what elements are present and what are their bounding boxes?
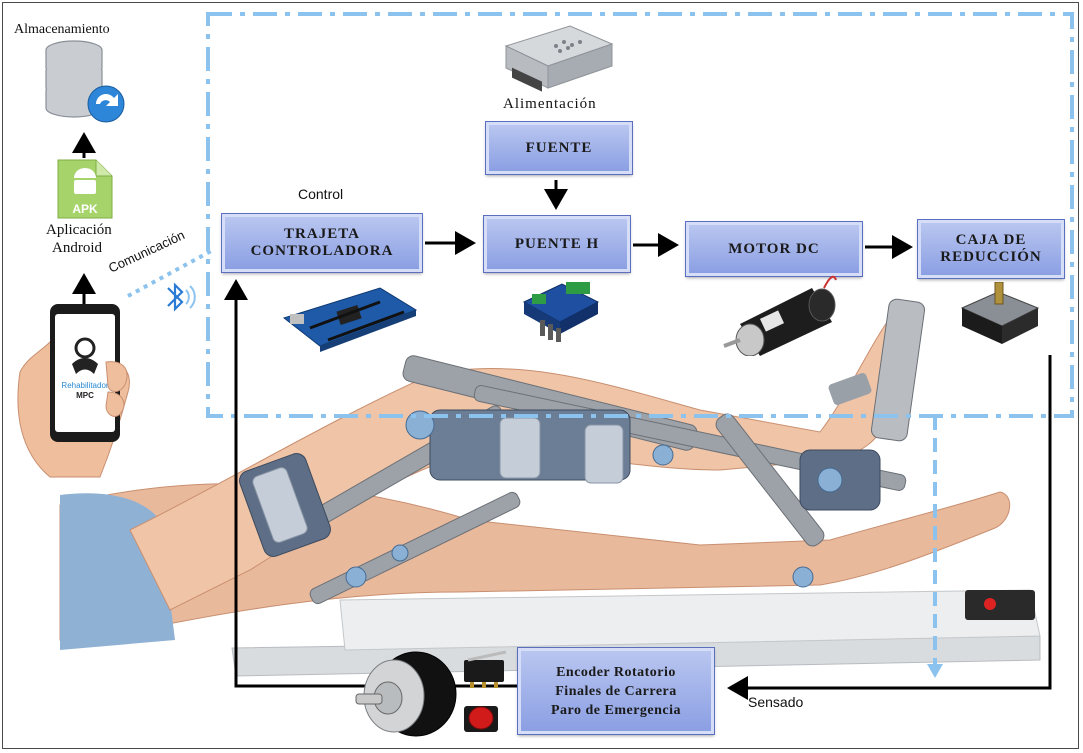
sensors-block: Encoder Rotatorio Finales de Carrera Par… [518,648,714,734]
database-icon [45,40,125,123]
sensors-label-line2: Finales de Carrera [555,683,677,699]
sensors-label-line1: Encoder Rotatorio [556,664,676,680]
dc-motor-icon [723,275,837,356]
android-icon [74,168,96,194]
arrow-gearbox-to-sensors [727,355,1052,700]
apk-badge: APK [72,202,98,216]
app-name-line2: MPC [76,391,94,400]
app-name-line1: Rehabilitador [61,381,108,390]
gearbox-icon [960,282,1040,344]
sensors-label-line3: Paro de Emergencia [550,702,682,718]
apk-file-icon: APK [57,159,113,219]
emergency-stop-icon [464,706,498,732]
control-label: Control [298,186,344,202]
gearbox-label-line2: REDUCCIÓN [940,249,1042,265]
controller-block: TRAJETA CONTROLADORA [222,214,422,272]
app-label-line1: Aplicación [46,222,112,238]
gearbox-label-line1: CAJA DE [955,232,1027,248]
motor-label: MOTOR DC [728,240,820,257]
source-block: FUENTE [486,122,632,174]
sensing-label: Sensado [748,694,804,710]
source-label: FUENTE [525,139,593,156]
power-supply-label: Alimentación [503,96,597,112]
gearbox-block: CAJA DE REDUCCIÓN [918,220,1064,278]
h-bridge-label: PUENTE H [514,235,600,252]
app-label-line2: Android [52,240,102,256]
bluetooth-icon [167,282,196,312]
rotary-encoder-icon [355,651,457,737]
power-supply-icon [504,25,614,92]
controller-label-line1: TRAJETA [284,226,360,242]
h-bridge-block: PUENTE H [484,216,630,272]
motor-block: MOTOR DC [686,222,862,276]
storage-label: Almacenamiento [14,22,110,37]
controller-label-line2: CONTROLADORA [250,243,394,259]
arduino-board-icon [282,287,418,352]
limit-switch-icon [464,650,507,688]
smartphone-icon: Rehabilitador MPC [17,304,130,478]
h-bridge-module-icon [522,282,600,342]
